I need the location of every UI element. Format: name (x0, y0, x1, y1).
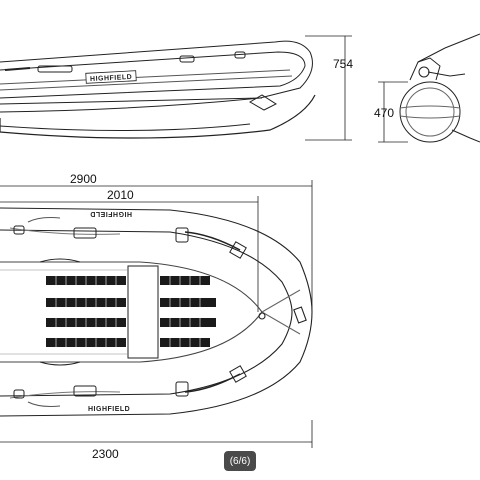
top-brand-upper: HIGHFIELD (90, 210, 132, 217)
side-brand-label: HIGHFIELD (90, 74, 133, 83)
inner-length-value: 2010 (107, 188, 134, 202)
floor-grip-grid (55, 276, 201, 347)
tube-fittings (9, 217, 247, 407)
image-counter-badge: (6/6) (224, 451, 256, 471)
inner-length-dimension (0, 196, 259, 312)
floor-and-seat (0, 258, 159, 366)
hull-length-dimension (0, 420, 313, 448)
hull-length-value: 2300 (92, 447, 119, 461)
side-height-value: 754 (333, 57, 353, 71)
front-view (399, 33, 480, 143)
overall-length-dimension (0, 180, 313, 312)
front-height-dimension (378, 81, 408, 143)
side-height-dimension (305, 35, 352, 141)
overall-length-value: 2900 (70, 172, 97, 186)
front-height-value: 470 (374, 106, 394, 120)
top-brand-lower: HIGHFIELD (88, 406, 130, 413)
side-brand-box (85, 70, 137, 84)
side-view (0, 40, 316, 139)
top-view-hull (0, 207, 313, 417)
